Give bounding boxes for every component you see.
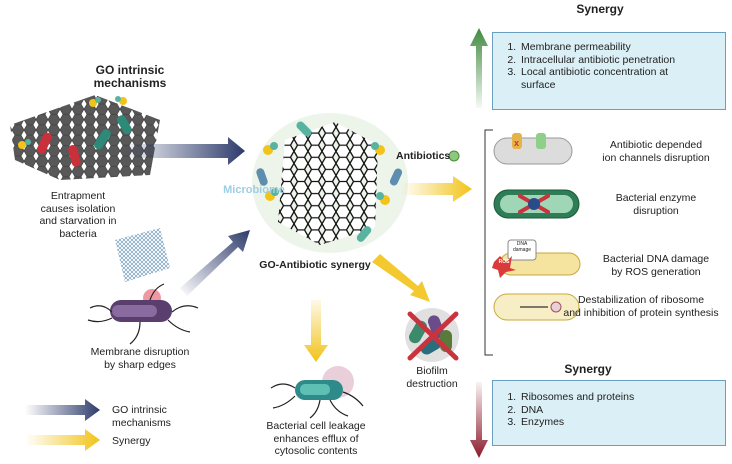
synergy-top-item: Local antibiotic concentration at surfac… [519, 66, 691, 91]
synergy-top-title: Synergy [576, 2, 624, 16]
mechanism-ribosome: Destabilization of ribosome and inhibiti… [563, 294, 719, 319]
mechanisms-bracket [484, 129, 493, 356]
dna-icon-label: DNA damage [512, 241, 532, 253]
go-sheet-illustration [10, 95, 160, 180]
biofilm-label: Biofilm destruction [406, 365, 458, 390]
biofilm-illustration [405, 308, 459, 362]
microbiome-label: Microbiome [223, 184, 285, 196]
red-synergy-arrow [470, 382, 488, 458]
yellow-arrow-biofilm [372, 254, 430, 302]
synergy-top-box: Membrane permeability Intracellular anti… [492, 32, 726, 110]
dna-damage-icon [492, 239, 581, 278]
navy-arrow-entrapment [120, 137, 245, 165]
legend-synergy: Synergy [112, 435, 151, 447]
mechanism-dna-damage: Bacterial DNA damage by ROS generation [602, 253, 710, 278]
cell-leakage-label: Bacterial cell leakage enhances efflux o… [266, 420, 366, 457]
antibiotics-label: Antibiotics [396, 150, 451, 162]
membrane-disruption-label: Membrane disruption by sharp edges [90, 346, 190, 371]
legend-arrow-yellow [25, 429, 100, 451]
enzyme-icon [493, 189, 580, 219]
mechanism-ion-channel: Antibiotic depended ion channels disrupt… [602, 139, 710, 164]
bacterium-membrane-illustration [87, 228, 199, 345]
entrapment-label: Entrapment causes isolation and starvati… [39, 190, 117, 240]
mechanism-enzyme: Bacterial enzyme disruption [615, 192, 697, 217]
legend-arrow-navy [25, 399, 100, 421]
ribosome-icon [493, 293, 580, 321]
synergy-bottom-title: Synergy [564, 362, 612, 376]
go-central-sheet [252, 113, 408, 253]
yellow-arrow-mechanisms [400, 176, 472, 202]
go-antibiotic-title: GO-Antibiotic synergy [259, 259, 371, 271]
navy-arrow-membrane [180, 230, 250, 296]
antibiotic-icon [448, 150, 460, 162]
go-intrinsic-title: GO intrinsic mechanisms [93, 63, 167, 90]
svg-text:x: x [514, 138, 519, 148]
yellow-arrow-leakage [304, 300, 328, 362]
synergy-bottom-box: Ribosomes and proteins DNA Enzymes [492, 380, 726, 446]
synergy-top-item: Intracellular antibiotic penetration [519, 54, 725, 67]
synergy-bottom-item: Ribosomes and proteins [519, 391, 725, 404]
ros-icon-label: ROS [498, 259, 510, 265]
synergy-top-item: Membrane permeability [519, 41, 725, 54]
legend-go-intrinsic: GO intrinsic mechanisms [112, 404, 171, 429]
green-synergy-arrow [470, 28, 488, 108]
synergy-bottom-item: Enzymes [519, 416, 725, 429]
bacterium-leakage-illustration [270, 366, 364, 419]
ion-channel-icon: x [493, 133, 573, 165]
synergy-bottom-item: DNA [519, 404, 725, 417]
